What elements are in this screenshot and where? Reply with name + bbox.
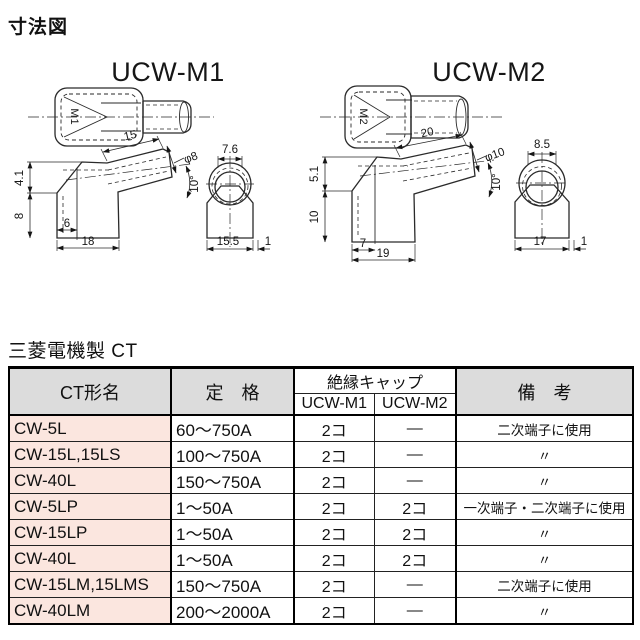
dim-m2-front-top: 8.5 [534, 139, 550, 151]
dim-m1-nozzle-length: 15 [123, 129, 138, 144]
ct-table-container: CT形名 定 格 絶縁キャップ 備 考 UCW-M1 UCW-M2 CW-5L … [8, 366, 635, 625]
rating-cell: 150〜750A [170, 467, 295, 494]
dim-m1-front-top: 7.6 [222, 144, 238, 156]
dim-m1-height-bottom: 8 [14, 213, 26, 219]
ucw-m1-qty-cell: 2コ [293, 545, 375, 572]
page-title: 寸法図 [8, 17, 69, 38]
col-header-ucw-m2: UCW-M2 [373, 393, 457, 416]
ucw-m2-mold-mark: M2 [357, 108, 369, 125]
ucw-m2-title: UCW-M2 [432, 57, 546, 87]
model-cell: CW-5LP [8, 493, 172, 520]
rating-cell: 100〜750A [170, 441, 295, 468]
ucw-m2-qty-cell: 2コ [373, 545, 457, 572]
ucw-m1-qty-cell: 2コ [293, 597, 375, 625]
ucw-m1-qty-cell: 2コ [293, 441, 375, 468]
dim-m1-front-width: 15.5 [217, 236, 239, 248]
dim-m2-base-inner: 7 [360, 238, 366, 250]
remarks-cell: 〃 [455, 467, 634, 494]
rating-cell: 200〜2000A [170, 597, 295, 625]
ucw-m2-qty-cell: ― [373, 597, 457, 625]
model-cell: CW-15LP [8, 519, 172, 546]
ucw-m2-qty-cell: 2コ [373, 519, 457, 546]
table-row: CW-15L,15LS 100〜750A 2コ ― 〃 [8, 441, 634, 468]
col-header-model: CT形名 [8, 367, 172, 416]
model-cell: CW-40L [8, 467, 172, 494]
model-cell: CW-40LM [8, 597, 172, 625]
col-header-rating: 定 格 [170, 367, 295, 416]
table-row: CW-5L 60〜750A 2コ ― 二次端子に使用 [8, 414, 634, 442]
dim-m1-diameter: φ8 [182, 150, 199, 166]
table-row: CW-40LM 200〜2000A 2コ ― 〃 [8, 597, 634, 625]
ucw-m1-front-view: 7.6 15.5 1 [206, 144, 271, 252]
header-row-2: UCW-M1 UCW-M2 [9, 393, 633, 416]
remarks-cell: 二次端子に使用 [455, 571, 634, 598]
ucw-m1-side-view: 15 φ8 10° 4.1 8 6 18 [14, 129, 201, 251]
ucw-m2-qty-cell: ― [373, 571, 457, 598]
dim-m1-height-top: 4.1 [14, 170, 26, 186]
ucw-m2-qty-cell: ― [373, 414, 457, 442]
ucw-m2-front-view: 8.5 17 1 [514, 139, 587, 252]
dim-m2-front-wall: 1 [581, 236, 587, 248]
rating-cell: 1〜50A [170, 519, 295, 546]
dim-m2-diameter: φ10 [483, 146, 506, 164]
table-row: CW-15LM,15LMS 150〜750A 2コ ― 二次端子に使用 [8, 571, 634, 598]
ucw-m1-qty-cell: 2コ [293, 493, 375, 520]
ucw-m1-qty-cell: 2コ [293, 571, 375, 598]
col-header-remarks: 備 考 [455, 367, 634, 416]
remarks-cell: 〃 [455, 597, 634, 625]
ucw-m1-qty-cell: 2コ [293, 414, 375, 442]
dim-m2-height-bottom: 10 [309, 211, 321, 224]
dim-m1-base-length: 18 [82, 236, 95, 248]
table-row: CW-40L 1〜50A 2コ 2コ 〃 [8, 545, 634, 572]
model-cell: CW-40L [8, 545, 172, 572]
col-header-ucw-m1: UCW-M1 [293, 393, 375, 416]
header-row-1: CT形名 定 格 絶縁キャップ 備 考 [8, 367, 634, 416]
dim-m2-nozzle-length: 20 [420, 126, 435, 140]
remarks-cell: 〃 [455, 545, 634, 572]
model-cell: CW-15LM,15LMS [8, 571, 172, 598]
dim-m2-base-length: 19 [377, 248, 390, 260]
ucw-m1-qty-cell: 2コ [293, 519, 375, 546]
dim-m1-base-inner: 6 [64, 218, 70, 230]
ucw-m2-qty-cell: ― [373, 467, 457, 494]
ct-spec-table: CT形名 定 格 絶縁キャップ 備 考 UCW-M1 UCW-M2 CW-5L … [8, 366, 635, 625]
ucw-m2-drawing: UCW-M2 M2 20 φ10 [309, 57, 587, 263]
rating-cell: 60〜750A [170, 414, 295, 442]
ucw-m1-title: UCW-M1 [111, 57, 225, 87]
section-title: 三菱電機製 CT [8, 341, 138, 362]
dim-m2-front-width: 17 [534, 236, 547, 248]
ucw-m1-mold-mark: M1 [68, 108, 80, 125]
remarks-cell: 〃 [455, 519, 634, 546]
rating-cell: 1〜50A [170, 545, 295, 572]
ucw-m2-plan-view: M2 [320, 85, 505, 149]
table-row: CW-15LP 1〜50A 2コ 2コ 〃 [8, 519, 634, 546]
rating-cell: 150〜750A [170, 571, 295, 598]
col-header-cap-group: 絶縁キャップ [292, 367, 457, 394]
rating-cell: 1〜50A [170, 493, 295, 520]
ucw-m2-side-view: 20 φ10 10° 5.1 10 7 19 [309, 126, 507, 263]
dim-m1-angle: 10° [189, 175, 201, 192]
ucw-m1-qty-cell: 2コ [293, 467, 375, 494]
dim-m2-angle: 10° [491, 173, 503, 190]
dim-m1-front-wall: 1 [265, 236, 271, 248]
ucw-m1-plan-view: M1 [28, 87, 214, 147]
ucw-m2-qty-cell: ― [373, 441, 457, 468]
ucw-m1-drawing: UCW-M1 M1 15 φ8 [14, 57, 271, 252]
model-cell: CW-5L [8, 414, 172, 442]
dimension-drawings: UCW-M1 M1 15 φ8 [14, 57, 587, 263]
table-row: CW-5LP 1〜50A 2コ 2コ 一次端子・二次端子に使用 [8, 493, 634, 520]
table-row: CW-40L 150〜750A 2コ ― 〃 [8, 467, 634, 494]
remarks-cell: 〃 [455, 441, 634, 468]
remarks-cell: 一次端子・二次端子に使用 [455, 493, 634, 520]
model-cell: CW-15L,15LS [8, 441, 172, 468]
remarks-cell: 二次端子に使用 [455, 414, 634, 442]
ucw-m2-qty-cell: 2コ [373, 493, 457, 520]
dim-m2-height-top: 5.1 [309, 166, 321, 182]
